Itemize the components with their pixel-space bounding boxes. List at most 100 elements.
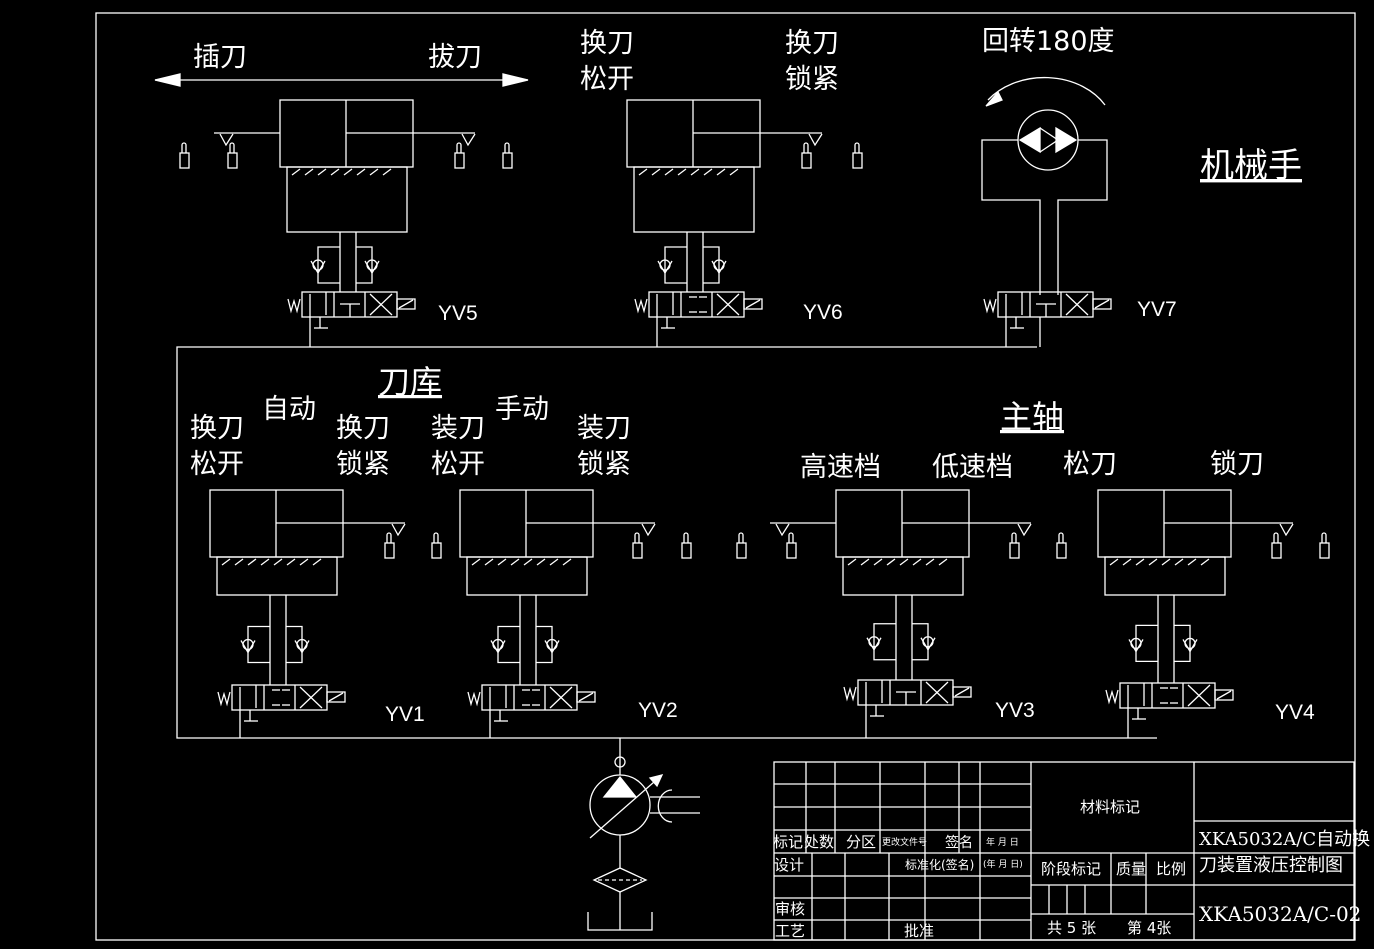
tb-sheets-total: 共 5 张 <box>1047 919 1096 937</box>
limit-switch-icon <box>384 532 395 559</box>
limit-switch-icon <box>786 532 797 559</box>
rotate-label: 回转180度 <box>982 26 1115 57</box>
spindle-title: 主轴 <box>1000 398 1064 436</box>
tb-date-paren: (年 月 日) <box>983 858 1023 870</box>
hydraulic-cylinder <box>1097 489 1294 683</box>
tb-drawing-title-1: XKA5032A/C自动换 <box>1199 829 1370 850</box>
check-valve-icon <box>310 259 326 275</box>
hydraulic-cylinder <box>214 99 476 292</box>
mechanical-hand-title: 机械手 <box>1200 146 1302 186</box>
mh-change-lock-label: 换刀 <box>785 28 839 59</box>
load-lock-label: 装刀 <box>577 413 631 444</box>
mh-change-release-label: 换刀 <box>580 28 634 59</box>
solenoid-valve[interactable] <box>983 291 1112 329</box>
hydraulic-cylinder <box>770 489 1032 680</box>
tb-material: 材料标记 <box>1080 798 1140 816</box>
check-valve-icon <box>544 638 560 654</box>
tb-process: 工艺 <box>775 922 805 940</box>
variable-pump-symbol <box>587 756 700 931</box>
check-valve-icon <box>1128 637 1144 653</box>
tb-mark: 标记 <box>773 833 803 851</box>
load-release-label: 装刀 <box>431 413 485 444</box>
hydraulic-cylinder <box>626 99 823 292</box>
check-valve-icon <box>364 259 380 275</box>
limit-switch-icon <box>1319 532 1330 559</box>
tb-standardize: 标准化 <box>905 858 941 872</box>
limit-switch-icon <box>431 532 442 559</box>
valve-label-yv6: YV6 <box>803 301 843 324</box>
tb-count: 处数 <box>804 833 834 851</box>
check-valve-icon <box>490 638 506 654</box>
solenoid-valve[interactable] <box>467 684 596 722</box>
lock-tool-label: 锁刀 <box>1210 449 1264 480</box>
limit-switch-icon <box>227 142 238 169</box>
check-valve-icon <box>1182 637 1198 653</box>
tm-change-lock-label: 换刀 <box>336 413 390 444</box>
valve-label-yv1: YV1 <box>385 703 425 726</box>
limit-switch-icon <box>736 532 747 559</box>
tm-change-release-label-2: 松开 <box>190 449 244 480</box>
solenoid-valve[interactable] <box>1105 682 1234 720</box>
limit-switch-icon <box>1056 532 1067 559</box>
insert-tool-label: 插刀 <box>193 42 247 73</box>
rotate-arrow <box>154 73 529 87</box>
tb-sign-paren: (签名) <box>941 857 974 872</box>
low-speed-label: 低速档 <box>932 452 1013 483</box>
valve-label-yv5: YV5 <box>438 302 478 325</box>
tb-review: 审核 <box>775 900 805 918</box>
tb-approve: 批准 <box>904 922 934 940</box>
tb-zone: 分区 <box>846 833 876 851</box>
check-valve-icon <box>240 638 256 654</box>
tb-design: 设计 <box>774 856 804 874</box>
solenoid-valve[interactable] <box>287 291 416 329</box>
solenoid-valve[interactable] <box>843 679 972 717</box>
auto-label: 自动 <box>262 394 316 425</box>
limit-switch-icon <box>632 532 643 559</box>
load-release-label-2: 松开 <box>431 449 485 480</box>
manual-label: 手动 <box>495 394 549 425</box>
tool-magazine-title: 刀库 <box>378 363 442 401</box>
valve-label-yv3: YV3 <box>995 699 1035 722</box>
tb-date: 年 月 日 <box>986 836 1019 848</box>
limit-switch-icon <box>502 142 513 169</box>
tm-change-lock-label-2: 锁紧 <box>336 449 390 480</box>
pull-tool-label: 拔刀 <box>428 42 482 73</box>
check-valve-icon <box>711 259 727 275</box>
pressure-line <box>176 346 1157 739</box>
limit-switch-icon <box>1009 532 1020 559</box>
tb-sheet-no: 第 4张 <box>1127 919 1171 937</box>
release-tool-label: 松刀 <box>1063 449 1117 480</box>
title-block <box>773 761 1355 941</box>
limit-switch-icon <box>1271 532 1282 559</box>
tb-drawing-title-2: 刀装置液压控制图 <box>1199 855 1343 876</box>
limit-switch-icon <box>852 142 863 169</box>
valve-label-yv2: YV2 <box>638 699 678 722</box>
valve-label-yv7: YV7 <box>1137 298 1177 321</box>
check-valve-icon <box>866 636 882 652</box>
limit-switch-icon <box>179 142 190 169</box>
tb-drawing-no: XKA5032A/C-02 <box>1199 902 1361 926</box>
hydraulic-cylinder <box>459 489 656 685</box>
tb-scale: 比例 <box>1156 860 1186 878</box>
check-valve-icon <box>294 638 310 654</box>
limit-switch-icon <box>681 532 692 559</box>
tb-stage: 阶段标记 <box>1041 860 1101 878</box>
tb-change-doc: 更改文件号 <box>882 836 927 848</box>
limit-switch-icon <box>801 142 812 169</box>
solenoid-valve[interactable] <box>217 684 346 722</box>
drawing-frame <box>95 12 1356 941</box>
mh-change-release-label-2: 松开 <box>580 64 634 95</box>
load-lock-label-2: 锁紧 <box>577 449 631 480</box>
limit-switch-icon <box>454 142 465 169</box>
tm-change-release-label: 换刀 <box>190 413 244 444</box>
high-speed-label: 高速档 <box>800 452 881 483</box>
solenoid-valve[interactable] <box>634 291 763 329</box>
hydraulic-cylinder <box>209 489 406 685</box>
check-valve-icon <box>657 259 673 275</box>
tb-mass: 质量 <box>1116 860 1146 878</box>
check-valve-icon <box>920 636 936 652</box>
valve-label-yv4: YV4 <box>1275 701 1315 724</box>
tb-signature: 签名 <box>945 834 973 851</box>
rotary-motor-symbol <box>981 76 1108 295</box>
